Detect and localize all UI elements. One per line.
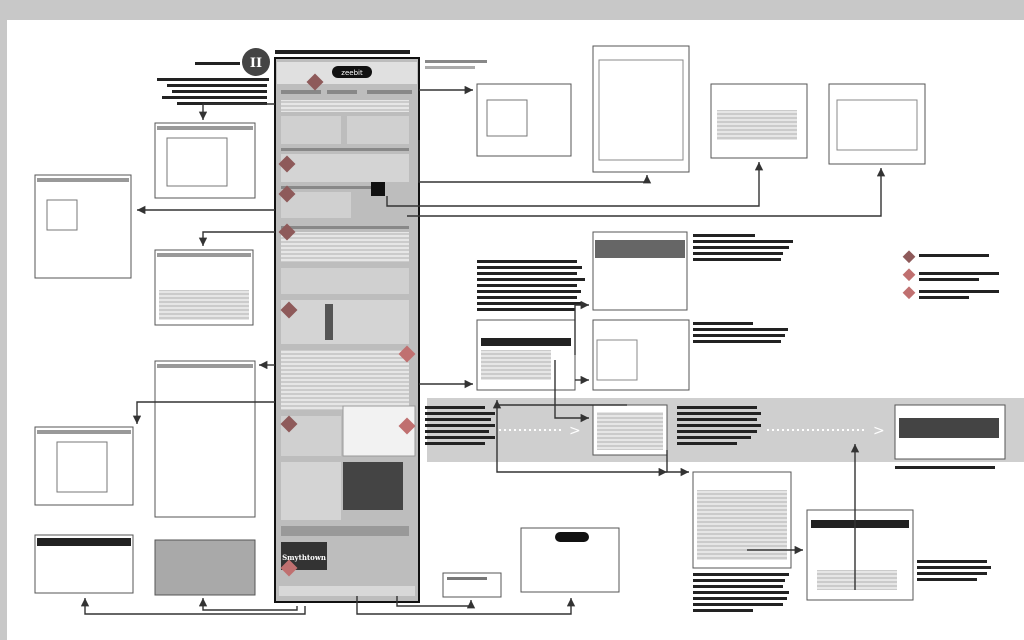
section-badge: II bbox=[242, 48, 270, 76]
legend-marker bbox=[903, 286, 916, 299]
band-chevron: > bbox=[569, 423, 581, 439]
text-block bbox=[693, 573, 789, 612]
header-bar bbox=[195, 62, 240, 65]
thumbnail-page bbox=[35, 535, 133, 593]
thumbnail-page bbox=[593, 405, 667, 455]
thumbnail-page bbox=[829, 84, 925, 164]
band-chevron: > bbox=[873, 423, 885, 439]
thumbnail-page bbox=[477, 84, 571, 156]
flow-diagram-canvas: II zeebit bbox=[7, 20, 1024, 640]
legend-marker bbox=[903, 268, 916, 281]
text-block bbox=[477, 260, 585, 311]
thumbnail-page bbox=[711, 84, 807, 158]
thumbnail-page bbox=[155, 540, 255, 595]
text-block bbox=[693, 322, 788, 343]
header-bar bbox=[275, 50, 410, 54]
thumbnail-page bbox=[155, 250, 253, 325]
subheader-bar bbox=[425, 60, 487, 63]
legend bbox=[903, 250, 999, 299]
central-page-mockup: zeebit Smythtown bbox=[275, 58, 419, 602]
thumbnail-page bbox=[593, 46, 689, 172]
subheader-bar bbox=[425, 66, 475, 69]
thumbnail-page bbox=[443, 573, 501, 597]
text-block bbox=[895, 466, 995, 469]
thumbnail-page bbox=[521, 528, 619, 592]
thumbnail-page bbox=[35, 427, 133, 505]
text-block bbox=[917, 560, 991, 581]
section-number: II bbox=[250, 56, 262, 71]
thumbnail-page bbox=[477, 320, 575, 390]
thumbnail-page bbox=[155, 123, 255, 198]
text-block bbox=[157, 78, 269, 105]
legend-marker bbox=[903, 250, 916, 263]
thumbnail-page bbox=[155, 361, 255, 517]
thumbnail-page bbox=[895, 405, 1005, 459]
text-block bbox=[693, 234, 793, 261]
site-flow-diagram: II zeebit bbox=[7, 20, 1024, 640]
thumbnail-page bbox=[593, 320, 689, 390]
thumbnail-page bbox=[807, 510, 913, 600]
center-logo: zeebit bbox=[341, 69, 363, 77]
thumbnail-page bbox=[693, 472, 791, 568]
thumbnail-page bbox=[35, 175, 131, 278]
thumbnail-page bbox=[593, 232, 687, 310]
